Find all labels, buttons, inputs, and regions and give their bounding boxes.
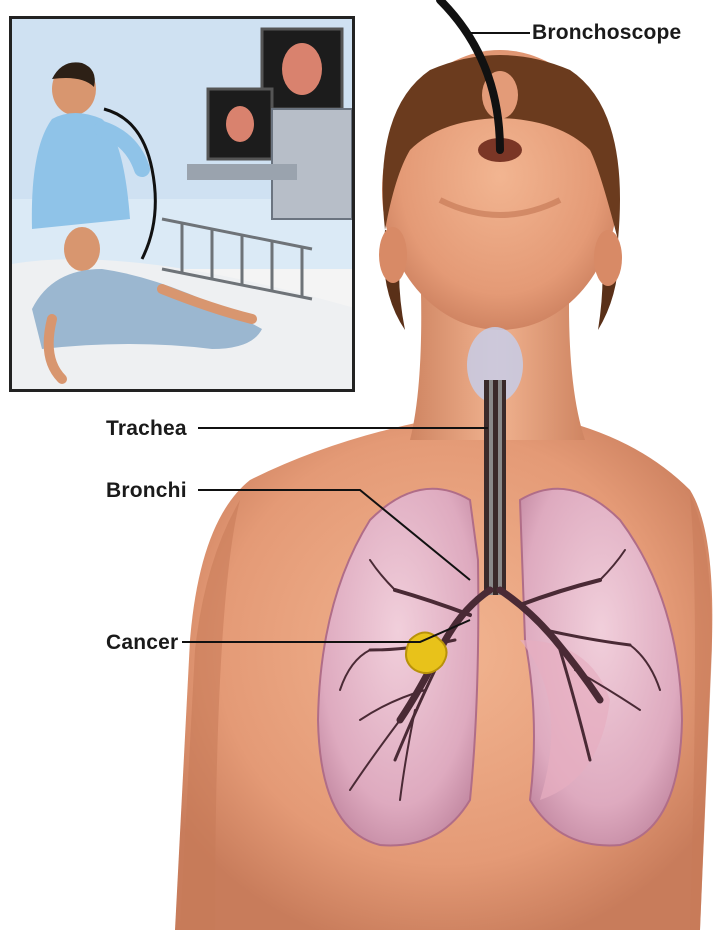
cancer-label: Cancer bbox=[106, 632, 178, 653]
monitor-top bbox=[262, 29, 342, 109]
trachea-tube bbox=[484, 380, 506, 595]
procedure-scene bbox=[12, 19, 355, 392]
left-ear bbox=[379, 227, 407, 283]
bronchoscope-label: Bronchoscope bbox=[532, 22, 681, 43]
right-ear bbox=[594, 230, 622, 286]
procedure-inset bbox=[9, 16, 355, 392]
bronchi-label: Bronchi bbox=[106, 480, 187, 501]
monitor-bottom bbox=[208, 89, 272, 159]
trachea-label: Trachea bbox=[106, 418, 187, 439]
